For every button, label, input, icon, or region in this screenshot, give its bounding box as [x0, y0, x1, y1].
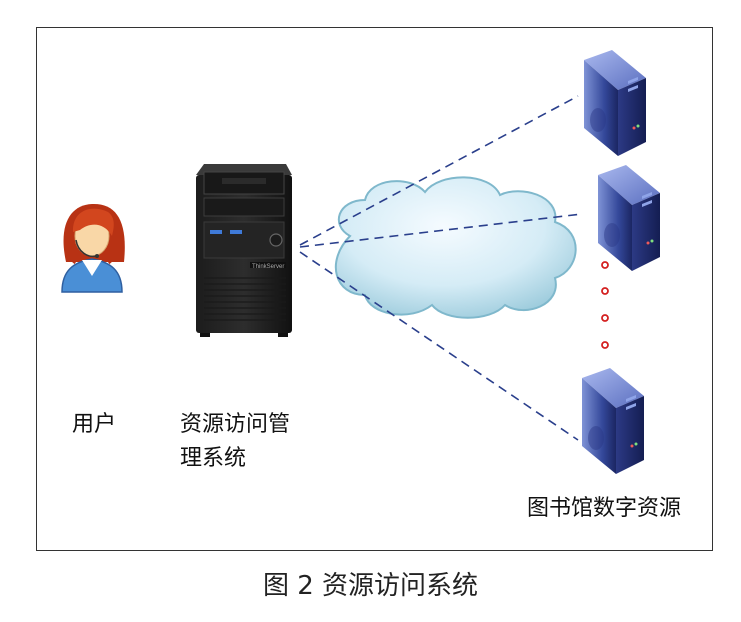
link-to-resource-3 — [299, 251, 579, 441]
figure-caption: 图 2 资源访问系统 — [262, 571, 479, 601]
diagram-frame — [36, 27, 713, 551]
ellipsis-dots — [601, 261, 609, 349]
system-label-line2: 理系统 — [180, 446, 247, 471]
connection-lines — [299, 95, 583, 441]
server-tower-icon: ThinkServer — [196, 164, 292, 337]
user-label: 用户 — [72, 412, 117, 437]
link-to-resource-2 — [299, 213, 583, 248]
resource-server-icon — [582, 368, 644, 474]
system-label-line1: 资源访问管 — [180, 412, 291, 437]
resources-label: 图书馆数字资源 — [527, 496, 682, 521]
system-label: 资源访问管 理系统 — [180, 408, 320, 476]
link-to-resource-1 — [299, 95, 579, 246]
server-brand-label: ThinkServer — [252, 264, 284, 270]
resource-server-icon — [598, 165, 660, 271]
cloud-icon — [334, 176, 577, 319]
resource-server-icon — [584, 50, 646, 156]
user-icon — [61, 203, 125, 293]
